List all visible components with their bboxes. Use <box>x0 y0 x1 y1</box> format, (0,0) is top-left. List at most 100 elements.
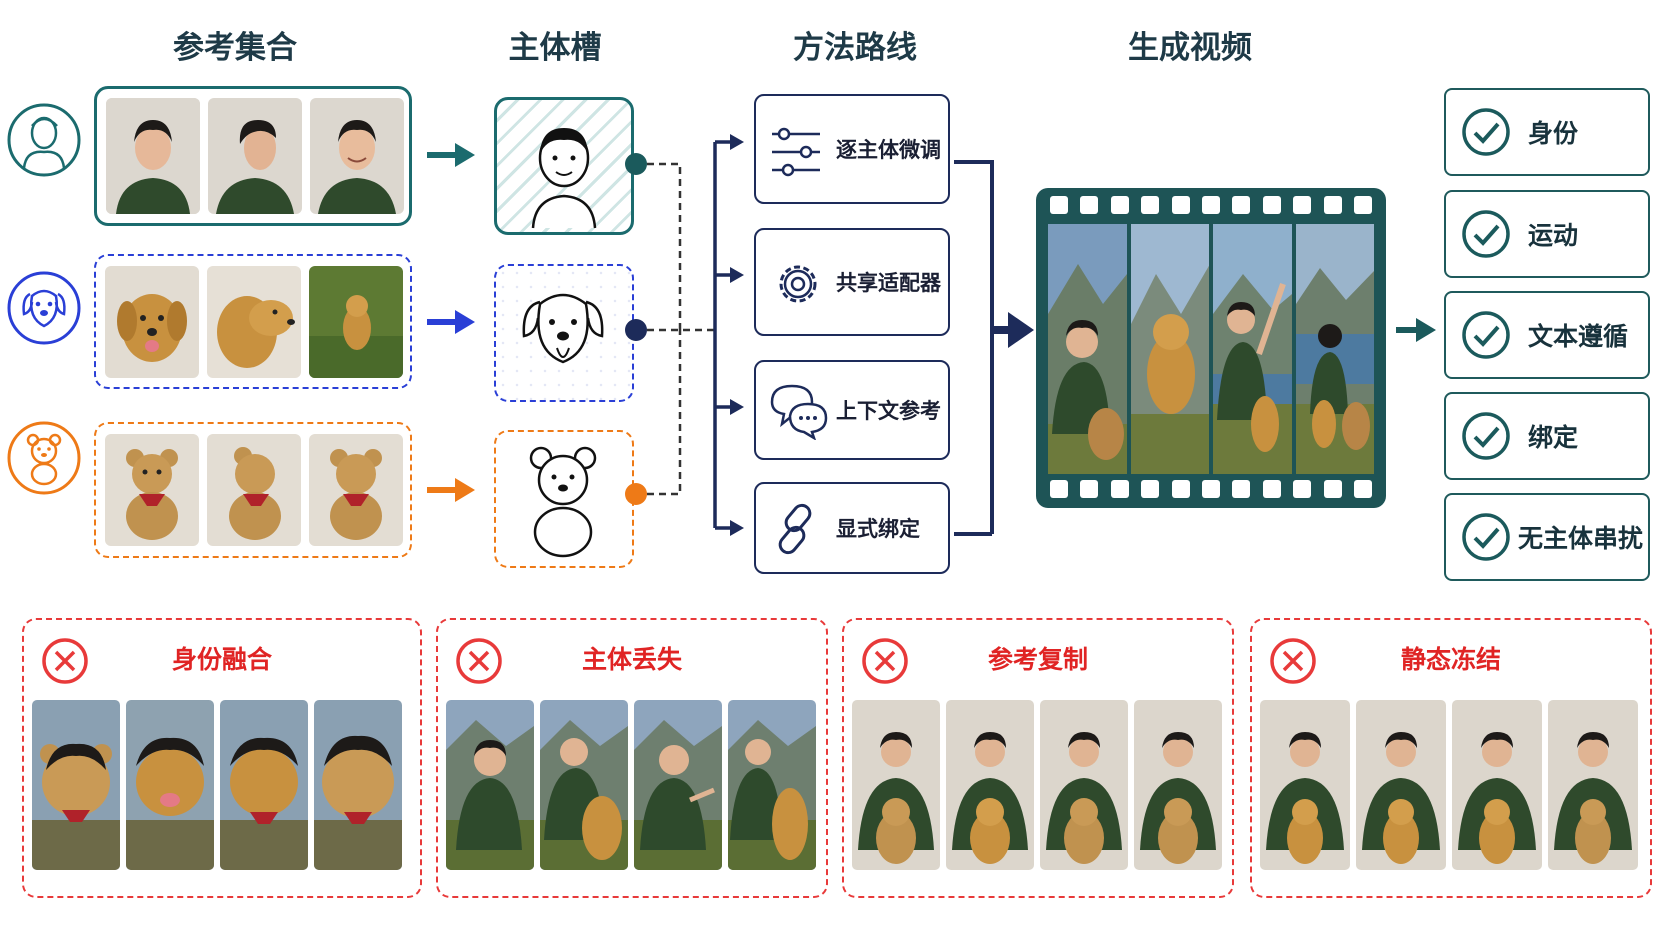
criterion-text-following: 文本遵循 <box>1444 291 1650 379</box>
criterion-binding: 绑定 <box>1444 392 1650 480</box>
failure-frame <box>946 700 1034 870</box>
failure-label: 静态冻结 <box>1400 645 1501 674</box>
header-reference-set: 参考集合 <box>173 30 297 66</box>
film-perforation-hole <box>1293 196 1312 214</box>
film-perforation-hole <box>1171 480 1190 498</box>
method-shared-adapter: 共享适配器 <box>754 228 950 336</box>
failure-frame <box>220 700 308 870</box>
gear-icon <box>779 265 817 303</box>
subject-slot-teddy-bear <box>494 430 634 568</box>
reference-photo-dog-front <box>105 266 199 378</box>
failure-frame <box>1260 700 1350 870</box>
check-icon <box>1462 311 1510 359</box>
method-label: 逐主体微调 <box>836 138 941 162</box>
film-perforation-hole <box>1323 196 1342 214</box>
criterion-label: 运动 <box>1528 221 1579 250</box>
failure-frame <box>1548 700 1638 870</box>
check-icon <box>1462 412 1510 460</box>
video-frame-3 <box>1213 224 1292 474</box>
film-perforation-hole <box>1353 196 1372 214</box>
reference-photo-dog-side <box>207 266 301 378</box>
chat-bubbles-icon <box>770 384 828 440</box>
film-perforation-hole <box>1201 480 1220 498</box>
video-frame-2 <box>1130 224 1209 474</box>
film-perforation-hole <box>1141 196 1160 214</box>
method-label: 显式绑定 <box>836 517 920 541</box>
film-perforation-hole <box>1232 196 1251 214</box>
film-perforations-bottom <box>1050 480 1372 500</box>
header-generated-video: 生成视频 <box>1128 30 1252 66</box>
failure-identity-fusion: 身份融合 <box>22 618 422 898</box>
x-circle-icon <box>862 638 908 684</box>
criterion-label: 文本遵循 <box>1528 322 1629 351</box>
failure-label: 身份融合 <box>171 645 272 674</box>
criterion-no-crosstalk: 无主体串扰 <box>1444 493 1650 581</box>
film-perforation-hole <box>1080 480 1099 498</box>
subject-slot-person <box>494 97 634 235</box>
reference-set-person <box>94 86 412 226</box>
failure-label: 主体丢失 <box>581 645 682 674</box>
failure-frame <box>728 700 816 870</box>
failure-frame <box>1040 700 1128 870</box>
film-perforation-hole <box>1201 196 1220 214</box>
failure-reference-copy: 参考复制 <box>842 618 1234 898</box>
film-perforation-hole <box>1232 480 1251 498</box>
arrow-dog <box>427 310 475 334</box>
film-perforation-hole <box>1353 480 1372 498</box>
reference-photo-person-smile <box>310 98 404 214</box>
person-icon <box>7 103 81 177</box>
failure-subject-loss: 主体丢失 <box>436 618 828 898</box>
criterion-label: 绑定 <box>1528 423 1579 452</box>
reference-photo-dog-running <box>309 266 403 378</box>
video-frame-1 <box>1048 224 1127 474</box>
dog-icon <box>7 271 81 345</box>
reference-photo-person-side <box>208 98 302 214</box>
check-icon <box>1462 210 1510 258</box>
method-label: 上下文参考 <box>836 399 941 423</box>
method-explicit-binding: 显式绑定 <box>754 482 950 574</box>
criterion-label: 身份 <box>1528 119 1579 148</box>
film-perforations-top <box>1050 196 1372 216</box>
teddy-outline-icon <box>529 446 597 558</box>
teddy-bear-icon <box>7 421 81 495</box>
chain-link-icon <box>778 503 812 555</box>
failure-frame <box>540 700 628 870</box>
failure-static-freeze: 静态冻结 <box>1250 618 1652 898</box>
failure-frame <box>126 700 214 870</box>
x-circle-icon <box>42 638 88 684</box>
film-perforation-hole <box>1050 480 1068 498</box>
failure-frame <box>32 700 120 870</box>
failure-frame <box>446 700 534 870</box>
sliders-icon <box>772 127 820 177</box>
method-per-subject-finetune: 逐主体微调 <box>754 94 950 204</box>
reference-set-dog <box>94 254 412 389</box>
failure-frame <box>1356 700 1446 870</box>
method-in-context-reference: 上下文参考 <box>754 360 950 460</box>
video-frames <box>1048 224 1374 474</box>
generated-video-filmstrip <box>1036 188 1386 508</box>
header-method-route: 方法路线 <box>793 30 917 66</box>
video-frame-4 <box>1295 224 1374 474</box>
reference-photo-person-front <box>106 98 200 214</box>
failure-frame <box>314 700 402 870</box>
criterion-identity: 身份 <box>1444 88 1650 176</box>
film-perforation-hole <box>1171 196 1190 214</box>
x-circle-icon <box>456 638 502 684</box>
reference-photo-teddy-angle <box>309 434 403 546</box>
criterion-motion: 运动 <box>1444 190 1650 278</box>
x-circle-icon <box>1270 638 1316 684</box>
method-to-video-connector <box>954 160 1034 536</box>
film-perforation-hole <box>1293 480 1312 498</box>
reference-set-teddy-bear <box>94 422 412 558</box>
film-perforation-hole <box>1262 196 1281 214</box>
failure-frame <box>1452 700 1542 870</box>
film-perforation-hole <box>1110 196 1129 214</box>
criterion-label: 无主体串扰 <box>1518 524 1644 553</box>
arrow-person <box>427 143 475 167</box>
slot-to-method-connectors <box>625 134 744 536</box>
arrow-teddy-bear <box>427 478 475 502</box>
film-perforation-hole <box>1141 480 1160 498</box>
film-perforation-hole <box>1050 196 1068 214</box>
failure-frame <box>634 700 722 870</box>
reference-photo-teddy-front <box>105 434 199 546</box>
